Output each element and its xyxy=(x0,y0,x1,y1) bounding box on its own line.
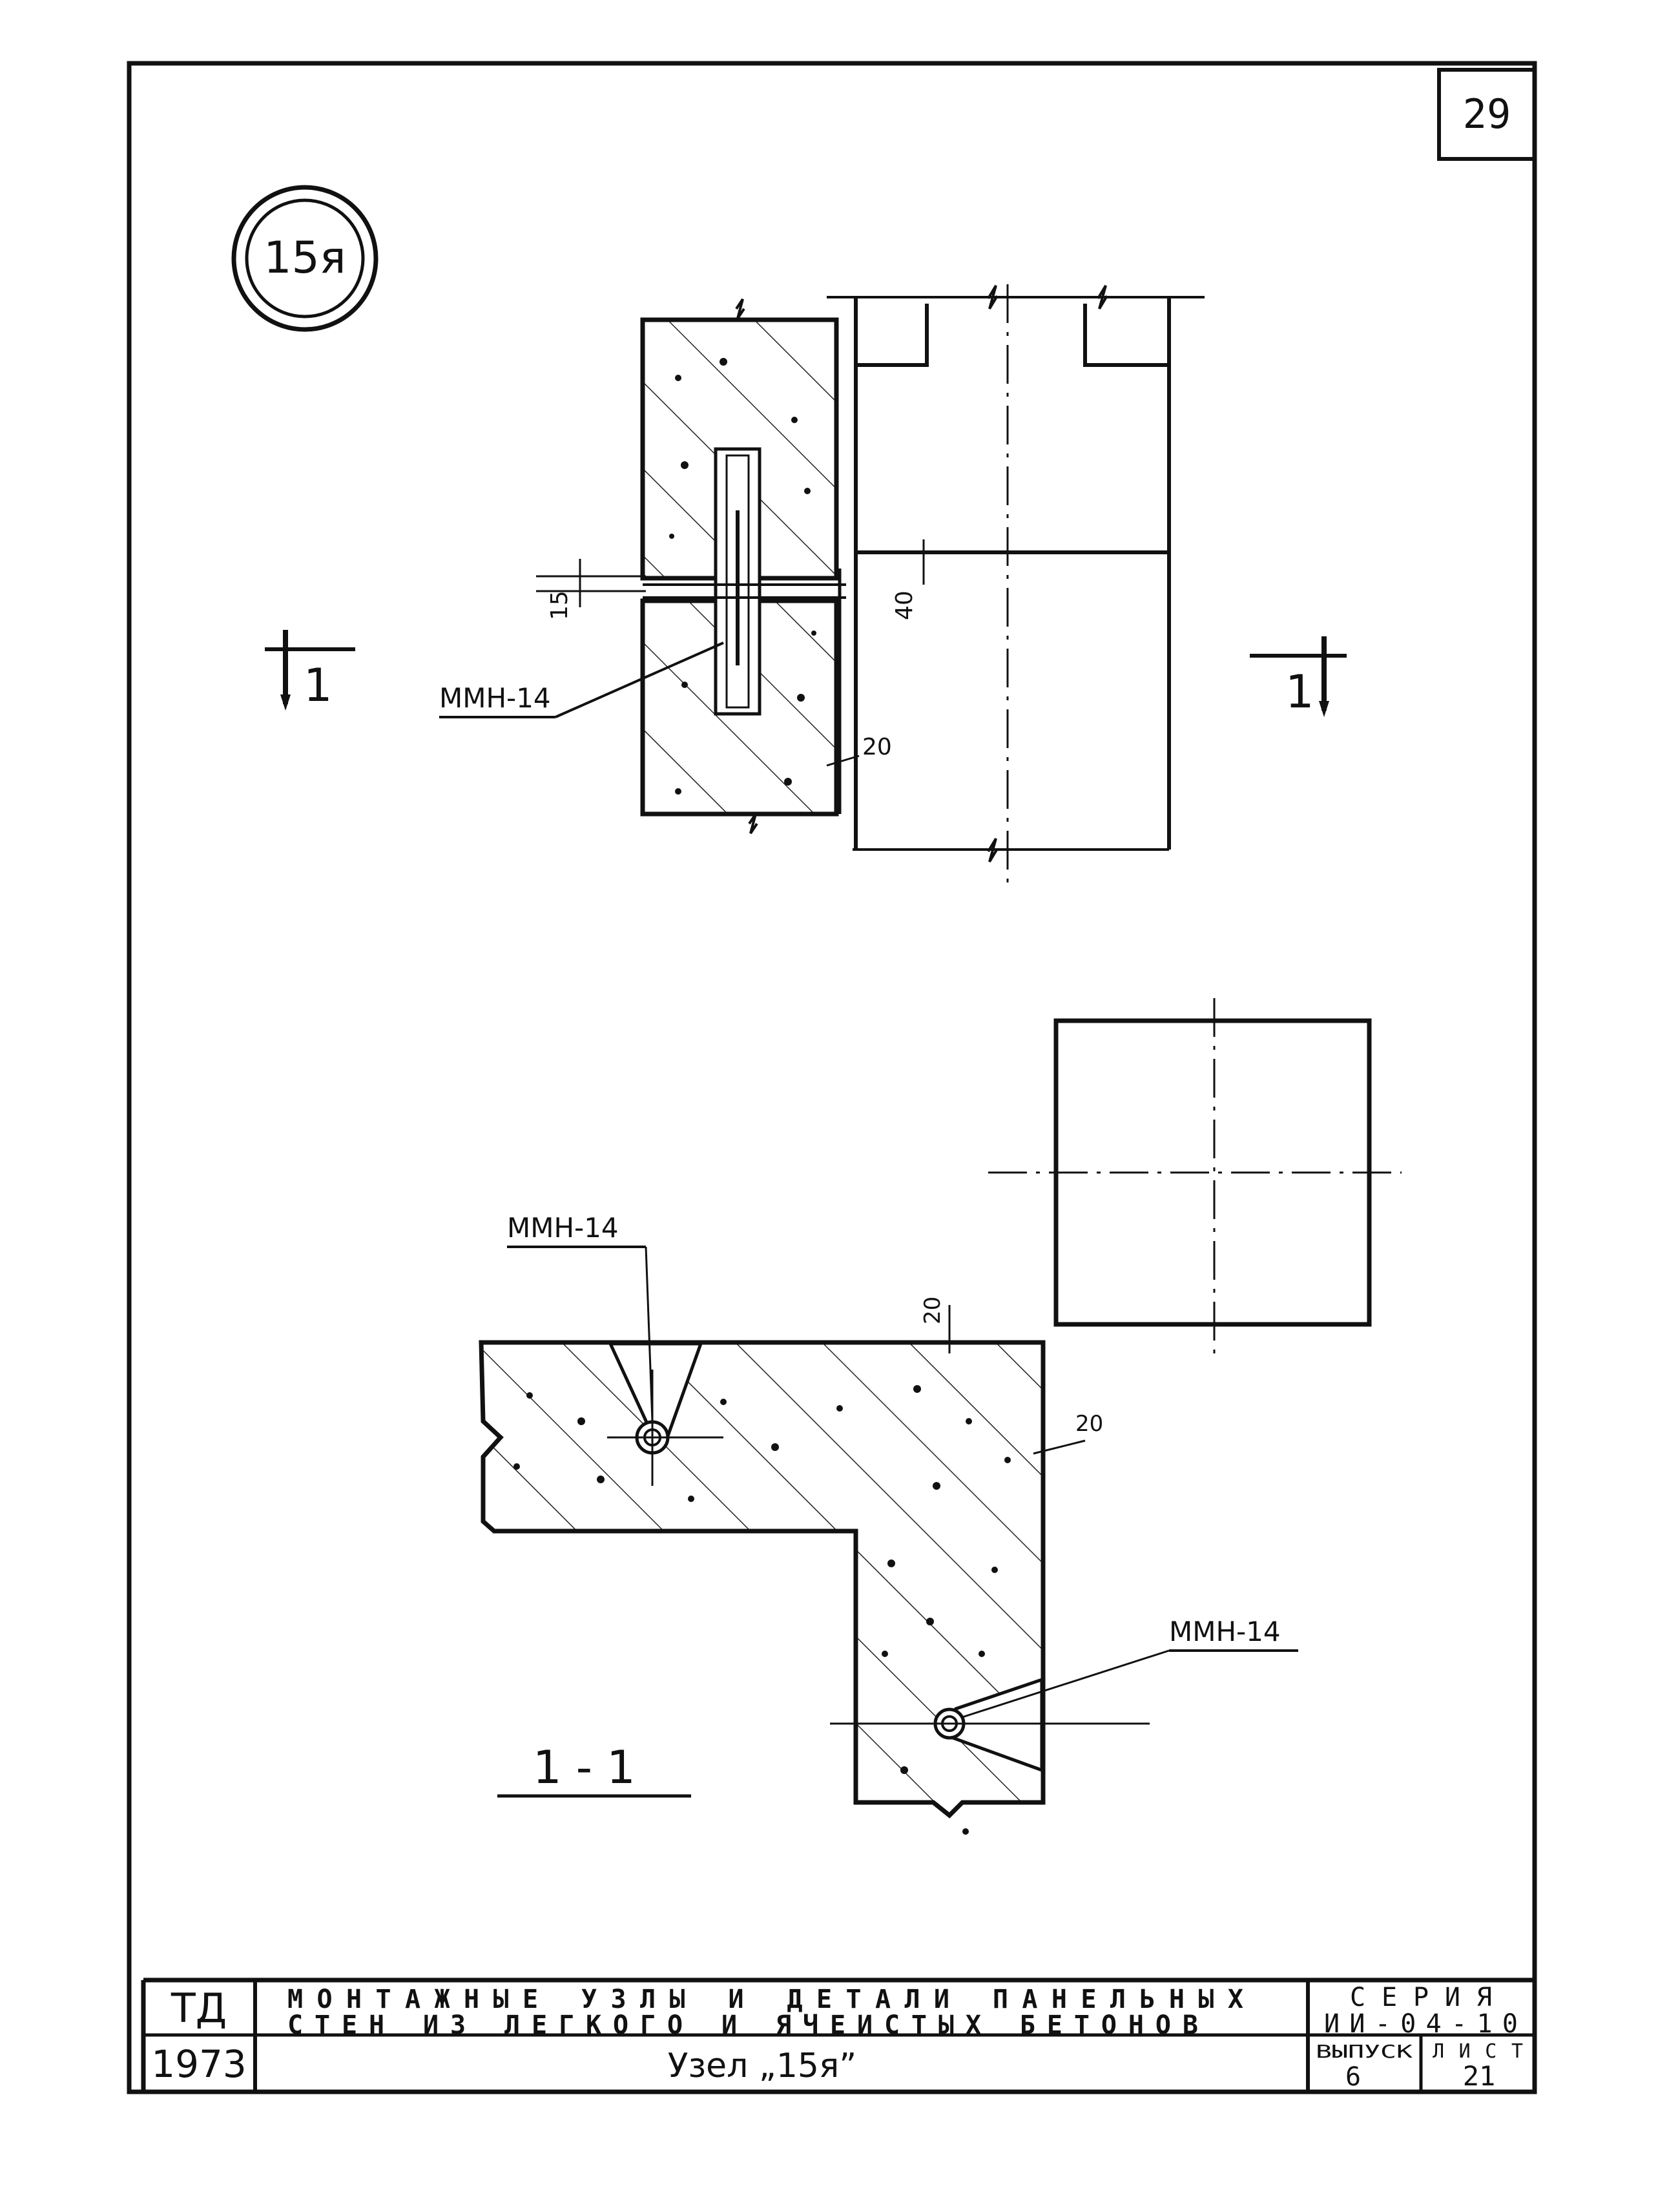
section-title: 1 - 1 xyxy=(533,1741,636,1794)
title-block: ТД 1973 МОНТАЖНЫЕ УЗЛЫ И ДЕТАЛИ ПАНЕЛЬНЫ… xyxy=(141,1977,1535,2092)
node-badge: 15я xyxy=(231,185,378,332)
page-number-box: 29 xyxy=(1437,68,1537,161)
section-mark-right-label: 1 xyxy=(1285,665,1314,718)
drawing-subtitle: Узел „15я” xyxy=(668,2047,856,2085)
upper-leader-label: ММН-14 xyxy=(439,682,551,714)
issue-label: ВЫПУСК xyxy=(1316,2041,1413,2062)
sheet-label: ЛИСТ xyxy=(1433,2040,1523,2063)
column-section xyxy=(988,998,1402,1357)
l-corner-panel xyxy=(479,1340,1046,1819)
section-1-1-view: ММН-14 ММН-14 20 20 1 - 1 xyxy=(479,1212,1298,1835)
sheet-value: 21 xyxy=(1463,2060,1496,2092)
upper-elevation-view: 15 40 20 ММН-14 1 1 xyxy=(265,284,1347,892)
series-label: СЕРИЯ xyxy=(1350,1983,1492,2012)
year: 1973 xyxy=(151,2042,247,2086)
section-dim-right-20: 20 xyxy=(1075,1411,1103,1437)
section-leader-right-label: ММН-14 xyxy=(1169,1616,1281,1647)
dim-offset-40: 40 xyxy=(891,590,918,620)
org-code: ТД xyxy=(171,1985,227,2032)
node-badge-label: 15я xyxy=(264,233,346,284)
dim-joint-15: 15 xyxy=(546,590,573,620)
page-number: 29 xyxy=(1463,90,1511,138)
issue-value: 6 xyxy=(1345,2062,1361,2092)
section-mark-left-label: 1 xyxy=(304,659,333,712)
title-line-1: МОНТАЖНЫЕ УЗЛЫ И ДЕТАЛИ ПАНЕЛЬНЫХ xyxy=(287,1985,1243,2014)
section-dim-top-20: 20 xyxy=(920,1297,946,1324)
drawing-frame xyxy=(127,61,1537,2094)
dim-cover-20: 20 xyxy=(862,734,892,760)
section-mark-left: 1 xyxy=(265,630,355,712)
section-mark-right: 1 xyxy=(1250,636,1347,718)
section-leader-top-label: ММН-14 xyxy=(507,1212,619,1244)
